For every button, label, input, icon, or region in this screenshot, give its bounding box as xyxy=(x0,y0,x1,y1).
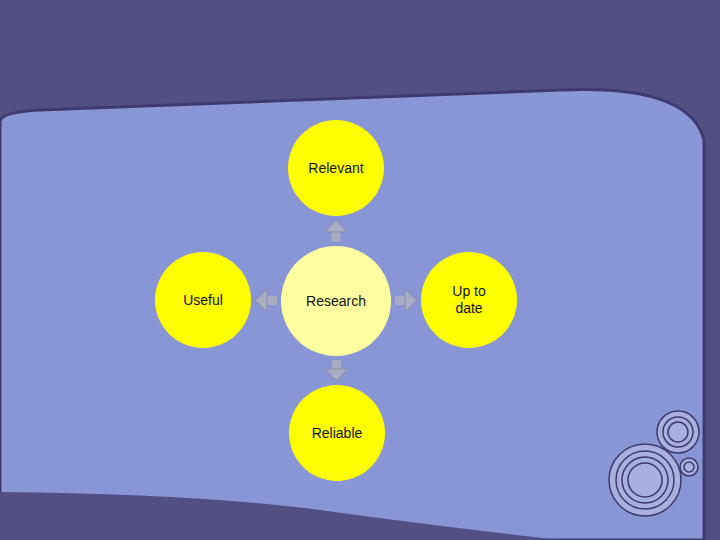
block-arrow xyxy=(325,220,347,242)
light-panel xyxy=(0,89,704,540)
node-label: Reliable xyxy=(312,425,363,442)
arrow-head xyxy=(255,289,267,311)
outer-circle: Relevant xyxy=(288,120,384,216)
outer-circle: Useful xyxy=(155,252,251,348)
bottom-band xyxy=(0,492,560,540)
center-circle: Research xyxy=(281,246,391,356)
arrow-shaft xyxy=(395,296,406,305)
outer-circle: Reliable xyxy=(289,385,385,481)
node-label: Research xyxy=(306,293,366,310)
node-label: Useful xyxy=(183,292,223,309)
arrow-head xyxy=(405,289,417,311)
ring-decoration xyxy=(609,411,699,516)
arrow-head xyxy=(326,369,348,381)
block-arrow xyxy=(326,360,348,381)
arrow-shaft xyxy=(266,296,277,305)
arrow-head xyxy=(325,220,347,232)
block-arrow xyxy=(255,289,277,311)
arrow-shaft xyxy=(332,231,341,242)
block-arrow xyxy=(395,289,417,311)
node-label: Relevant xyxy=(308,160,363,177)
node-label: Up to date xyxy=(444,283,494,317)
outer-circle: Up to date xyxy=(421,252,517,348)
